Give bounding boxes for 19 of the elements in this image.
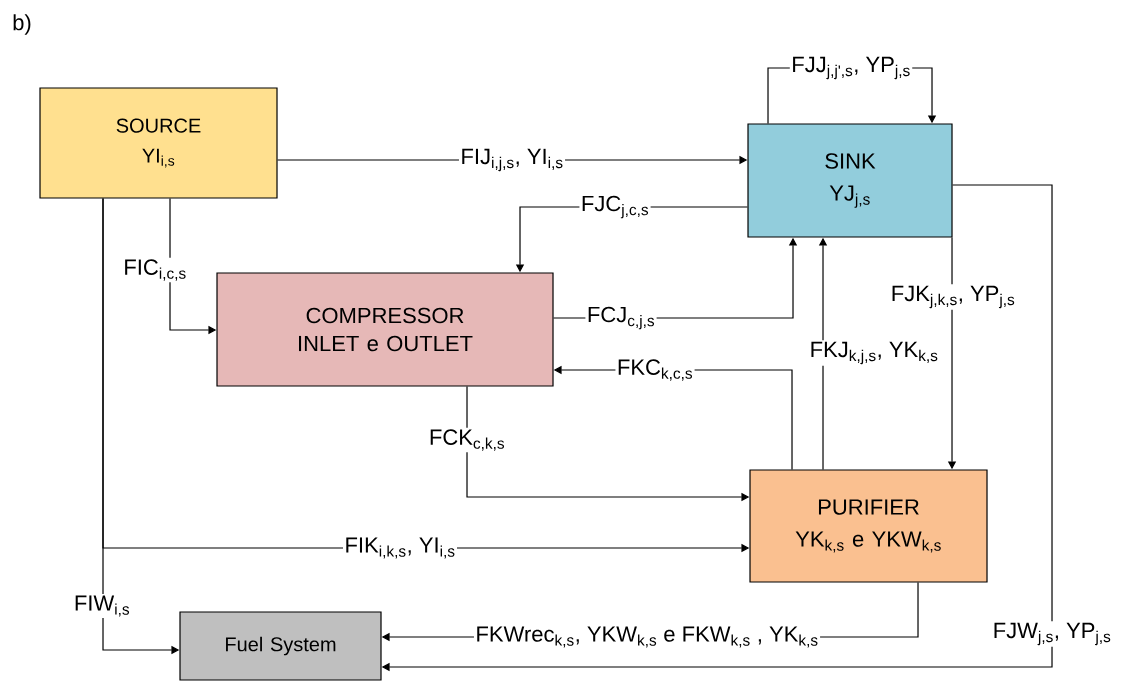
edge-label: FJC$_{j,c,s}$	[579, 194, 651, 220]
process-box: Fuel System	[179, 611, 382, 681]
panel-label: b)	[13, 14, 31, 35]
edge-label: FJK$_{j,k,s}$, YP$_{j,s}$	[889, 284, 1017, 310]
edge-label: FIC$_{i,c,s}$	[121, 257, 189, 283]
edge-label: FKC$_{k,c,s}$	[615, 357, 695, 383]
edge-label: FKJ$_{k,j,s}$, YK$_{k,s}$	[808, 340, 940, 366]
edge-label: FIJ$_{i,j,s}$, YI$_{i,s}$	[459, 147, 566, 173]
process-box: SOURCE YI$_{i,s}$	[39, 87, 278, 199]
process-box: PURIFIER YK$_{k,s}$ e YKW$_{k,s}$	[749, 469, 988, 583]
edge-label: FKWrec$_{k,s}$, YKW$_{k,s}$ e FKW$_{k,s}$ , YK$_{k,s}$	[473, 624, 821, 650]
edge-label: FJJ$_{j,j',s}$, YP$_{j,s}$	[789, 55, 913, 81]
edge-label: FIW$_{i,s}$	[72, 593, 132, 619]
edge-label: FIK$_{i,k,s}$, YI$_{i,s}$	[343, 535, 457, 561]
edge-label: FCJ$_{c,j,s}$	[585, 305, 657, 331]
edge-label: FJW$_{j,s}$, YP$_{j,s}$	[991, 621, 1113, 647]
edge-label: FCK$_{c,k,s}$	[427, 427, 507, 453]
process-box: SINK YJ$_{j,s}$	[747, 123, 953, 238]
process-box: COMPRESSOR INLET e OUTLET	[216, 272, 554, 387]
